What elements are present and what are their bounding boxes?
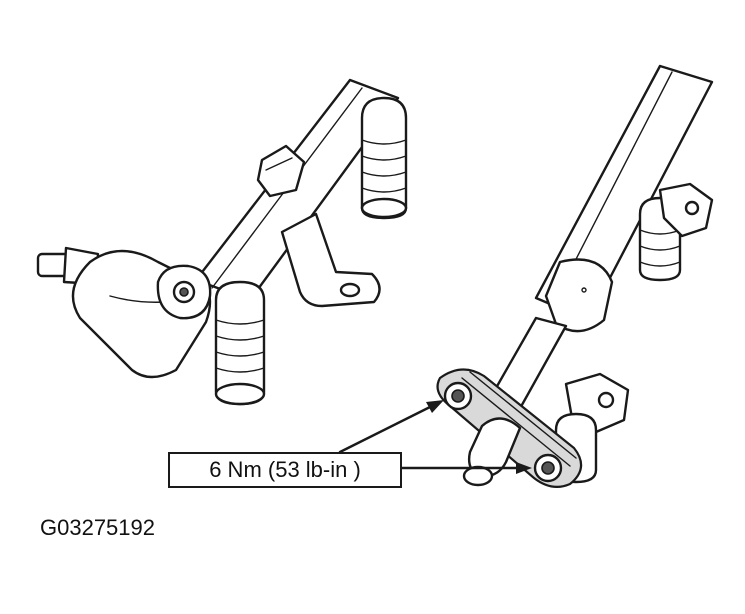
leader-line-lower — [400, 462, 532, 474]
torque-label: 6 Nm (53 lb-in ) — [209, 457, 361, 482]
right-fuel-rail — [486, 64, 714, 414]
left-injector-lower — [214, 280, 266, 406]
fuel-pressure-regulator — [36, 246, 212, 379]
left-mounting-bracket — [280, 212, 381, 308]
right-injector-upper — [638, 182, 714, 282]
left-injector-upper — [360, 96, 408, 220]
plate-injector — [462, 417, 522, 487]
leader-line-upper — [338, 400, 444, 454]
left-fuel-rail — [194, 78, 400, 302]
right-injector-lower — [554, 372, 630, 484]
figure-id: G03275192 — [40, 515, 155, 540]
upper-bolt — [443, 381, 473, 411]
torque-callout: 6 Nm (53 lb-in ) — [168, 452, 402, 488]
lower-bolt — [533, 453, 563, 483]
